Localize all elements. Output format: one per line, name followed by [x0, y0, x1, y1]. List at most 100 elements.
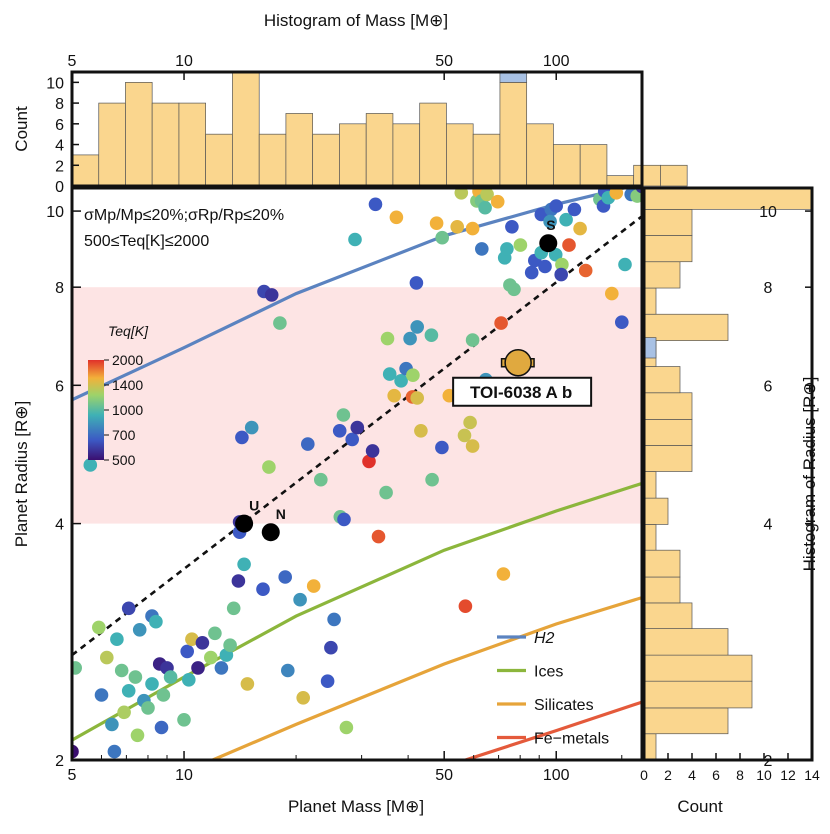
right-histogram-bar	[643, 261, 681, 289]
planet-point	[371, 529, 386, 544]
mass-radius-fit-line	[72, 215, 642, 657]
right-x-tick-label: 2	[664, 767, 672, 783]
planet-point	[478, 200, 492, 215]
top-histogram-bar	[392, 123, 421, 187]
legend-label: Ices	[534, 664, 563, 681]
top-histogram-bar	[178, 102, 206, 187]
planet-point	[406, 368, 420, 383]
planet-label-n: N	[276, 506, 286, 522]
top-x-tick-label: 10	[175, 53, 193, 70]
right-histogram-xlabel: Count	[677, 797, 723, 816]
target-planet: TOI-6038 A b	[452, 349, 593, 407]
top-histogram-bar	[526, 123, 554, 187]
planet-point	[226, 601, 241, 616]
planet-point	[435, 230, 450, 245]
planet-point	[244, 420, 259, 435]
top-histogram-bar	[446, 123, 474, 187]
right-x-tick-label: 12	[780, 767, 796, 783]
planet-point	[185, 632, 199, 646]
planet-point	[83, 458, 98, 472]
right-histogram-bars	[643, 187, 813, 761]
colorbar-tick-label: 700	[112, 427, 136, 443]
planet-point	[362, 454, 376, 469]
planet-point	[281, 663, 295, 678]
planet-point	[379, 485, 393, 500]
planet-point	[562, 238, 576, 252]
top-histogram-bar	[499, 82, 528, 187]
planet-point	[264, 288, 279, 302]
planet-point	[409, 276, 424, 290]
top-histogram-frame	[70, 70, 644, 188]
right-x-tick-label: 0	[640, 767, 648, 783]
top-histogram-bar	[151, 102, 180, 187]
top-histogram-bar	[98, 102, 126, 187]
top-histogram-bar	[633, 164, 661, 187]
planet-point	[410, 320, 425, 334]
planet-point	[554, 267, 568, 282]
planet-point	[463, 415, 477, 430]
right-histogram-bar	[643, 235, 693, 263]
top-y-tick-label: 8	[55, 96, 64, 113]
top-histogram-bar	[71, 154, 100, 187]
planet-point	[394, 374, 408, 388]
planet-point	[154, 720, 169, 735]
planet-point	[306, 579, 321, 593]
planet-point	[465, 439, 480, 453]
main-ylabel: Planet Radius [R⊕]	[12, 401, 31, 548]
top-histogram-ylabel: Count	[12, 106, 31, 152]
planet-point	[94, 688, 109, 702]
planet-point	[513, 238, 528, 252]
planet-point	[156, 688, 171, 702]
planet-point	[548, 247, 563, 262]
planet-point	[72, 744, 79, 759]
right-histogram-frame	[642, 186, 814, 762]
planet-point	[475, 242, 489, 256]
colorbar-tick-label: 1400	[112, 377, 143, 393]
top-histogram-bar	[285, 113, 314, 187]
planet-point	[573, 221, 587, 236]
main-frame	[70, 186, 644, 762]
legend-label: Fe−metals	[534, 731, 609, 748]
planet-point	[435, 440, 449, 455]
planet-point	[345, 432, 360, 447]
right-histogram-target-bar	[643, 337, 657, 359]
planet-point	[618, 257, 632, 272]
right-histogram-bar	[643, 654, 753, 682]
right-histogram-bar	[643, 418, 693, 446]
planet-label-s: S	[546, 217, 555, 233]
legend-label: H2	[534, 630, 555, 647]
planet-point	[107, 744, 122, 759]
planet-point	[365, 444, 380, 458]
right-y-tick-label: 10	[759, 204, 777, 221]
top-x-tick-label: 5	[68, 53, 77, 70]
right-histogram-bar	[643, 313, 729, 341]
planet-point	[223, 638, 237, 652]
planet-point	[382, 367, 397, 381]
y-tick-label: 6	[55, 378, 64, 395]
planet-point	[195, 636, 210, 650]
planet-point	[314, 472, 328, 487]
right-x-tick-label: 6	[712, 767, 720, 783]
target-marker	[504, 349, 532, 377]
top-histogram-bar	[339, 123, 367, 187]
planet-point	[389, 210, 404, 225]
planet-point	[578, 263, 593, 278]
planet-point	[72, 661, 82, 675]
planet-point	[121, 601, 136, 616]
right-y-tick-label: 6	[764, 378, 773, 395]
right-histogram-bar	[643, 628, 729, 656]
right-histogram-bar	[643, 366, 681, 394]
planet-point	[114, 663, 129, 678]
planet-point	[380, 331, 395, 346]
top-histogram-bar	[419, 102, 447, 187]
top-histogram-bar	[232, 71, 260, 187]
planet-point	[149, 614, 163, 629]
planet-point	[214, 661, 229, 675]
planet-point	[337, 512, 351, 527]
